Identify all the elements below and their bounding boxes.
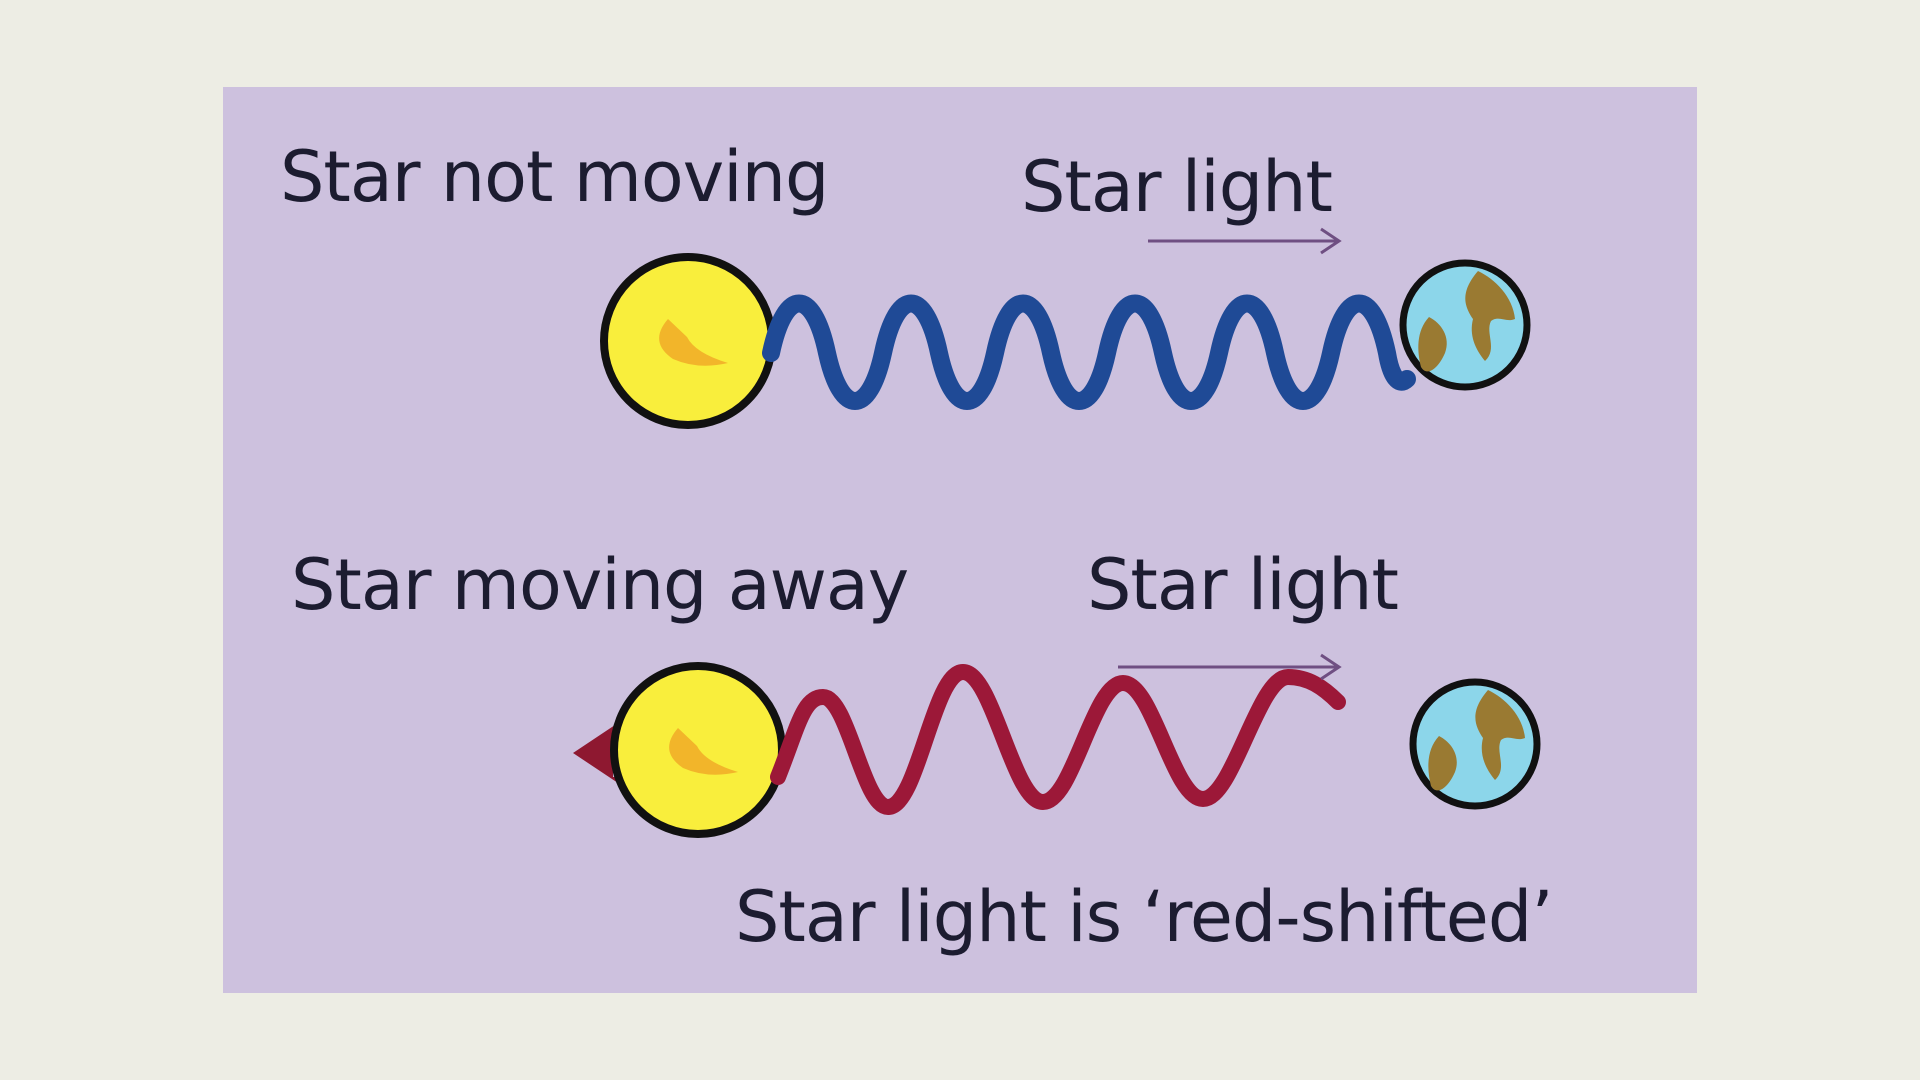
label-red-shifted: Star light is ‘red-shifted’ xyxy=(735,876,1554,958)
top-direction-arrowhead xyxy=(1320,227,1342,255)
earth-top-ocean xyxy=(1399,259,1531,391)
redshift-diagram xyxy=(573,227,1541,838)
receding-star xyxy=(610,662,786,838)
label-star-light-top: Star light xyxy=(1021,146,1333,228)
earth-bottom xyxy=(1409,678,1541,810)
bottom-direction-arrowhead xyxy=(1320,653,1342,681)
stationary-star xyxy=(600,253,776,429)
stationary-star-flare xyxy=(659,319,728,366)
redshifted-light-wave xyxy=(770,664,1346,815)
earth-top-land xyxy=(1418,271,1515,372)
earth-bottom-ocean xyxy=(1409,678,1541,810)
label-star-not-moving: Star not moving xyxy=(280,136,829,218)
diagram-panel: Star not moving Star light Star moving a… xyxy=(223,87,1697,993)
label-star-light-bottom: Star light xyxy=(1087,544,1399,626)
earth-top xyxy=(1399,259,1531,391)
earth-bottom-land xyxy=(1428,690,1525,791)
top-light-direction-arrow xyxy=(1148,227,1342,255)
bottom-light-direction-arrow xyxy=(1118,653,1342,681)
label-star-moving-away: Star moving away xyxy=(291,544,909,626)
normal-light-wave xyxy=(762,294,1416,410)
receding-star-flare xyxy=(669,728,738,775)
